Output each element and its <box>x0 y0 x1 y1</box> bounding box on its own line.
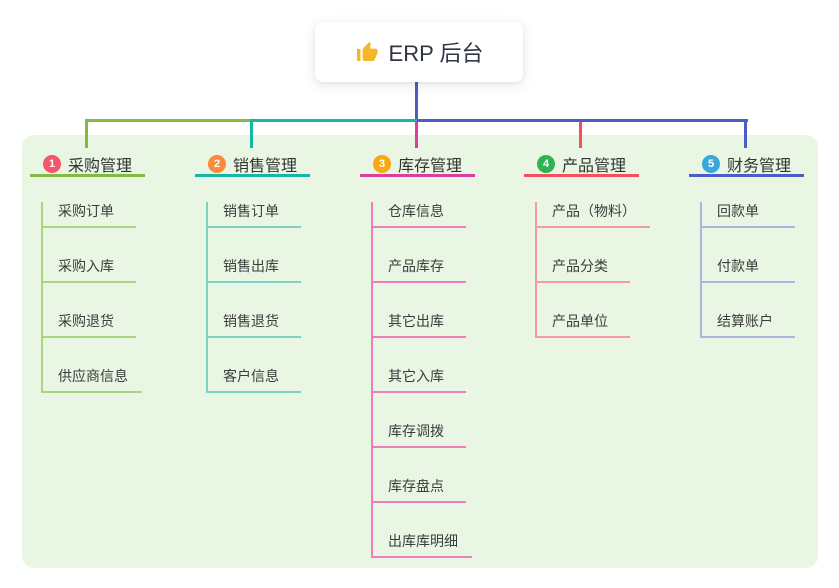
branch-number-badge: 4 <box>537 154 555 173</box>
rail-segment-green <box>87 119 254 122</box>
mindmap-node[interactable]: 采购入库 <box>41 257 136 283</box>
branch-label: 库存管理 <box>398 157 463 175</box>
mindmap-node[interactable]: 其它入库 <box>371 367 466 393</box>
branch-number-badge: 5 <box>702 154 720 173</box>
mindmap-node[interactable]: 出库库明细 <box>371 532 472 558</box>
drop-line-branch-5 <box>744 119 747 148</box>
thumbs-up-icon <box>355 40 379 64</box>
branches-background-panel <box>22 135 818 568</box>
drop-line-branch-3 <box>415 122 418 148</box>
branch-number-badge: 2 <box>208 154 226 173</box>
root-node[interactable]: ERP 后台 <box>315 22 523 82</box>
trunk-line <box>415 82 418 122</box>
mindmap-node[interactable]: 库存调拨 <box>371 422 466 448</box>
mindmap-node[interactable]: 销售退货 <box>206 312 301 338</box>
mindmap-node[interactable]: 库存盘点 <box>371 477 466 503</box>
branch-1: 1 采购管理采购订单采购入库采购退货供应商信息 <box>30 153 145 393</box>
root-node-label: ERP 后台 <box>388 41 484 66</box>
branch-children: 仓库信息产品库存其它出库其它入库库存调拨库存盘点出库库明细 <box>360 202 472 558</box>
mindmap-node[interactable]: 采购退货 <box>41 312 136 338</box>
mindmap-node[interactable]: 销售订单 <box>206 202 301 228</box>
branch-label: 财务管理 <box>727 157 792 175</box>
branch-5: 5 财务管理回款单付款单结算账户 <box>689 153 804 338</box>
branch-label: 采购管理 <box>68 157 133 175</box>
mindmap-node[interactable]: 仓库信息 <box>371 202 466 228</box>
branch-children: 回款单付款单结算账户 <box>689 202 795 338</box>
mindmap-node[interactable]: 结算账户 <box>700 312 795 338</box>
branch-node-5[interactable]: 5 财务管理 <box>689 153 804 177</box>
mindmap-node[interactable]: 采购订单 <box>41 202 136 228</box>
mindmap-node[interactable]: 产品分类 <box>535 257 630 283</box>
rail-segment-teal <box>252 119 419 122</box>
mindmap-node[interactable]: 产品库存 <box>371 257 466 283</box>
mindmap-node[interactable]: 产品（物料） <box>535 202 650 228</box>
rail-segment-blue <box>417 119 748 122</box>
branch-2: 2 销售管理销售订单销售出库销售退货客户信息 <box>195 153 310 393</box>
drop-line-branch-1 <box>85 119 88 148</box>
branch-node-2[interactable]: 2 销售管理 <box>195 153 310 177</box>
branch-3: 3 库存管理仓库信息产品库存其它出库其它入库库存调拨库存盘点出库库明细 <box>360 153 475 558</box>
branch-label: 销售管理 <box>233 157 298 175</box>
drop-line-branch-2 <box>250 119 253 148</box>
branch-node-3[interactable]: 3 库存管理 <box>360 153 475 177</box>
mindmap-node[interactable]: 产品单位 <box>535 312 630 338</box>
mindmap-node[interactable]: 客户信息 <box>206 367 301 393</box>
branch-4: 4 产品管理产品（物料） 产品分类产品单位 <box>524 153 650 338</box>
mindmap-node[interactable]: 回款单 <box>700 202 795 228</box>
mindmap-node[interactable]: 其它出库 <box>371 312 466 338</box>
branch-label: 产品管理 <box>562 157 627 175</box>
drop-line-branch-4 <box>579 122 582 148</box>
branch-children: 销售订单销售出库销售退货客户信息 <box>195 202 301 393</box>
branch-node-1[interactable]: 1 采购管理 <box>30 153 145 177</box>
mindmap-node[interactable]: 付款单 <box>700 257 795 283</box>
branch-children: 采购订单采购入库采购退货供应商信息 <box>30 202 142 393</box>
branch-children: 产品（物料） 产品分类产品单位 <box>524 202 650 338</box>
branch-number-badge: 3 <box>373 154 391 173</box>
mindmap-node[interactable]: 销售出库 <box>206 257 301 283</box>
mindmap-node[interactable]: 供应商信息 <box>41 367 142 393</box>
branch-number-badge: 1 <box>43 154 61 173</box>
branch-node-4[interactable]: 4 产品管理 <box>524 153 639 177</box>
